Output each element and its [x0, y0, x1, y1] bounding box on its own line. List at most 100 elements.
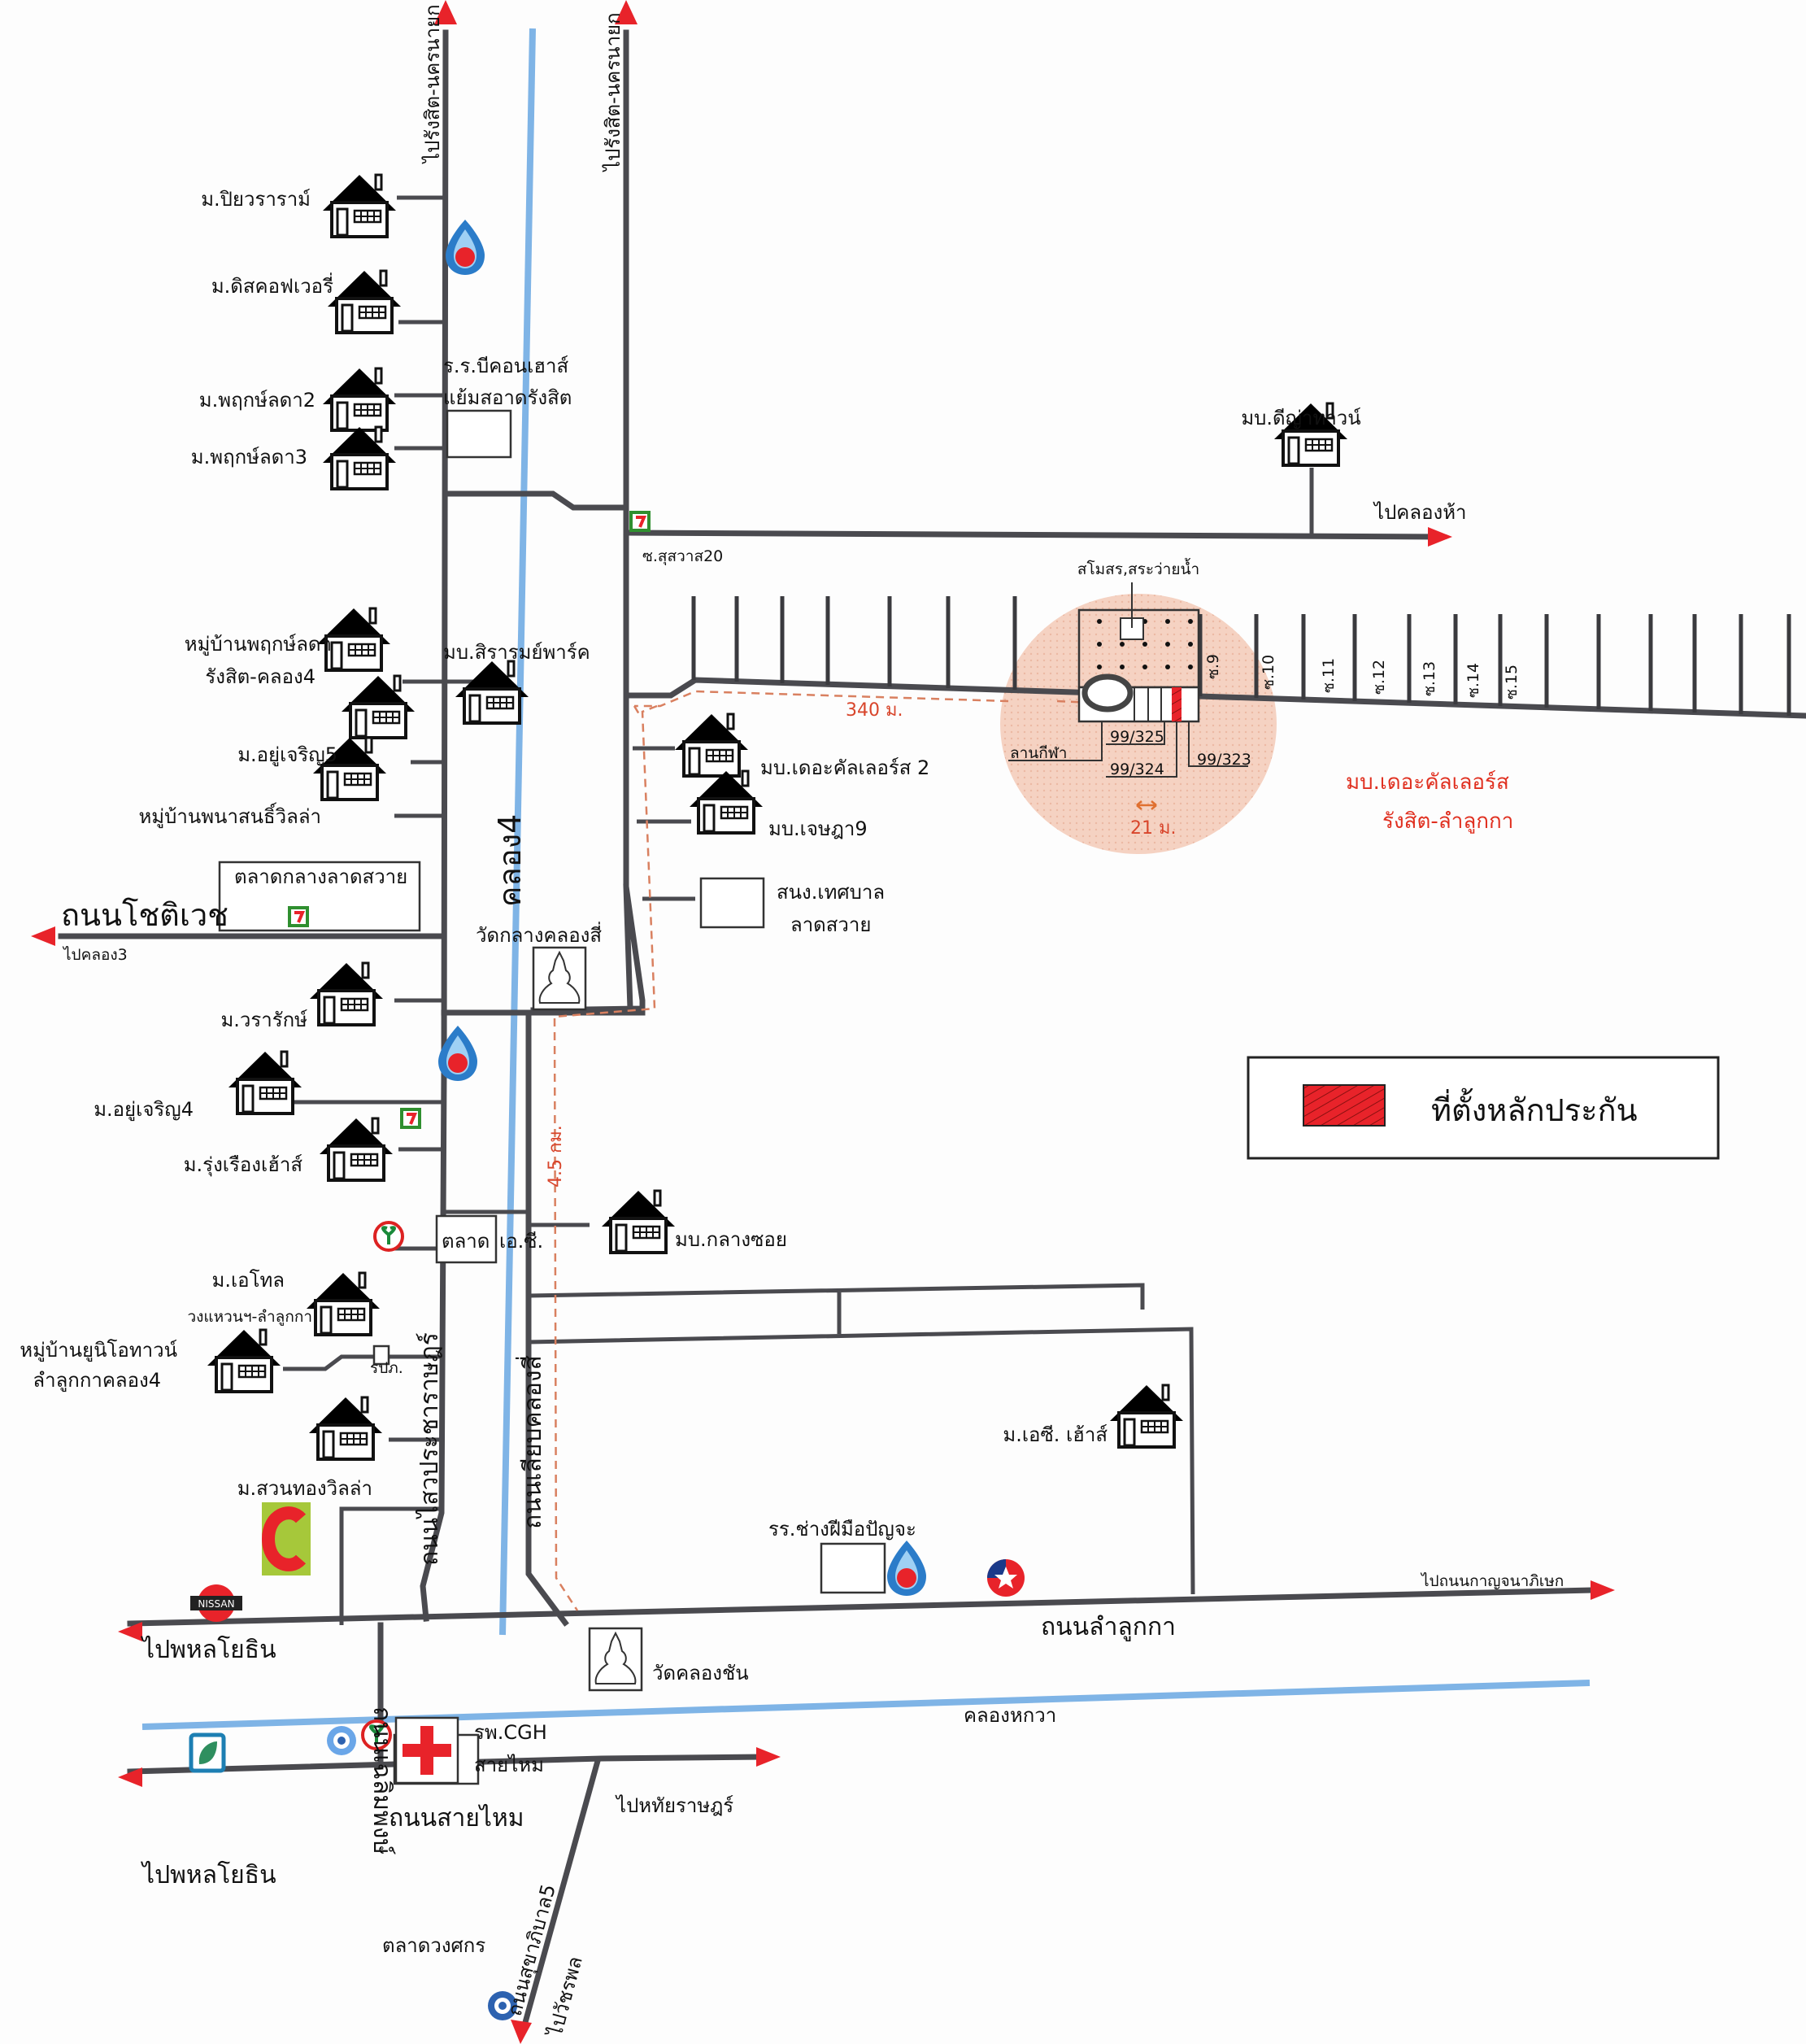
- road-label: ถนนสายไหม: [389, 1803, 524, 1833]
- road-beaconhouse-link: [442, 490, 629, 511]
- seven-eleven-icon: [288, 906, 309, 927]
- village-label: ม.ดิสคอฟเวอรี่: [211, 272, 333, 298]
- village-label: มบ.เดอะคัลเลอร์ส 2: [760, 756, 929, 779]
- market-ac-box: [435, 1214, 498, 1264]
- village-label: ม.สวนทองวิลล่า: [237, 1477, 372, 1500]
- village-label: ม.ปิยวราราม์: [201, 188, 311, 211]
- police-box: [372, 1345, 390, 1366]
- direction-label: ไปวัชรพล: [543, 1954, 587, 2040]
- place-label: ลานกีฬา: [1010, 744, 1067, 762]
- plot-label: 99/324: [1110, 761, 1164, 778]
- village-label: มบ.สิรารมย์พาร์ค: [443, 641, 590, 664]
- beaconhouse-school-box: [446, 409, 512, 459]
- place-label: วัดคลองชัน: [652, 1662, 749, 1684]
- village-sublabel: วงแหวนฯ-ลำลูกกา: [187, 1308, 312, 1326]
- road-label: ถนนลำลูกกา: [1041, 1613, 1176, 1641]
- legend-swatch: [1303, 1084, 1386, 1127]
- canal-label: คลองหกวา: [964, 1704, 1056, 1727]
- village-stubs-left: [283, 195, 444, 1625]
- road-label: ถนนเลียบคลองสี่: [516, 1355, 547, 1529]
- road-lam-luk-ka: [127, 1587, 1597, 1627]
- soi-label: ซ.9: [1204, 654, 1222, 679]
- the-colors-project-detail: [1008, 582, 1248, 810]
- road-label: ซ.สุสวาส20: [642, 547, 723, 566]
- place-label: สนง.เทศบาล: [777, 881, 885, 904]
- place-label: เอ.ซี.: [499, 1230, 543, 1253]
- direction-label: ไปรังสิต-นครนายก: [602, 12, 624, 172]
- logo-text: NISSAN: [198, 1598, 234, 1610]
- bigc-logo: [261, 1502, 311, 1575]
- place-label: สายไหม: [474, 1754, 544, 1776]
- krungthai-bank-icon: [327, 1726, 356, 1755]
- village-sublabel: รังสิต-คลอง4: [205, 665, 316, 688]
- kasikorn-bank-icon: [373, 1221, 404, 1252]
- place-label: ตลาด: [442, 1230, 490, 1253]
- direction-label: ไปคลอง3: [62, 946, 128, 964]
- seven-eleven-icon: [400, 1108, 421, 1129]
- place-label: แย้มสอาดรังสิต: [443, 386, 572, 409]
- soi-label: ซ.11: [1320, 658, 1338, 693]
- krungthai-bank-icon: [488, 1991, 517, 2020]
- temple-icon-khlong-chan: [588, 1627, 643, 1692]
- route-main: [553, 690, 1009, 1611]
- road-label: ถนนเฉลิมพงษ์: [368, 1706, 396, 1854]
- road-sai-mai: [127, 1754, 764, 1775]
- road-label: ถนนโชติเวช: [61, 897, 228, 933]
- distance-label: 340 ม.: [846, 700, 903, 721]
- bangchak-icon: [189, 1732, 226, 1773]
- arrow-north-left: [434, 0, 457, 24]
- arrow-khlong3: [31, 926, 55, 946]
- canal-khlong-hok-wa: [141, 1680, 1591, 1730]
- soi-label: ซ.15: [1503, 665, 1521, 699]
- soi-label: ซ.13: [1421, 661, 1438, 696]
- direction-label: ไปหทัยราษฎร์: [615, 1794, 733, 1817]
- village-label: ม.เอซี. เฮ้าส์: [1003, 1423, 1108, 1446]
- direction-label: ไปคลองห้า: [1373, 501, 1467, 524]
- village-label: ม.พฤกษ์ลดา2: [199, 389, 316, 412]
- caltex-icon: [987, 1559, 1025, 1597]
- direction-label: ไปพหลโยธิน: [141, 1635, 276, 1664]
- plot-label: 99/325: [1110, 728, 1164, 746]
- arrow-khlong5: [1428, 527, 1452, 547]
- place-label: ตลาดกลางลาดสวาย: [234, 865, 407, 888]
- soi-label: ซ.10: [1260, 655, 1277, 690]
- place-label: ตลาดวงศกร: [382, 1934, 485, 1957]
- village-sublabel: ลำลูกกาคลอง4: [33, 1369, 161, 1392]
- arrow-phahon-1: [118, 1622, 142, 1641]
- village-label: หมู่บ้านพฤกษ์ลดา: [185, 633, 332, 656]
- temple-icon-klang-khlong-si: [532, 946, 587, 1011]
- canal-label: คลอง4: [492, 814, 528, 907]
- direction-label: ไปพหลโยธิน: [141, 1860, 276, 1889]
- tech-school-box: [820, 1542, 886, 1594]
- canal-khlong4: [499, 28, 536, 1636]
- distance-label: 4.5 กม.: [546, 1125, 566, 1188]
- place-label: ร.ร.บีคอนเฮาส์: [443, 355, 568, 377]
- road-block-east: [528, 1283, 1195, 1595]
- village-label: มบ.กลางซอย: [675, 1228, 787, 1251]
- place-label: รปภ.: [370, 1359, 403, 1377]
- village-label: มบ.เจษฎา9: [768, 817, 868, 840]
- seven-eleven-icon: [629, 511, 651, 532]
- soi-lines: [691, 596, 1791, 716]
- direction-label: ไปรังสิต-นครนายก: [421, 4, 444, 164]
- arrow-watcharaphon: [511, 2020, 532, 2044]
- village-label: ม.พฤกษ์ลดา3: [191, 446, 307, 469]
- direction-label: ไปถนนกาญจนาภิเษก: [1420, 1572, 1564, 1590]
- nissan-logo: [190, 1584, 242, 1622]
- arrow-phahon-2: [118, 1767, 142, 1787]
- ptt-station-icon: [446, 220, 485, 275]
- soi-label: ซ.14: [1464, 663, 1482, 698]
- arrow-north-right: [615, 0, 638, 24]
- market-lat-sawai-box: [218, 861, 421, 932]
- municipal-office-box: [699, 877, 765, 929]
- legend: [1247, 1056, 1720, 1160]
- village-label: ม.วรารักษ์: [220, 1009, 307, 1031]
- village-label: ม.รุ่งเรืองเฮ้าส์: [184, 1153, 303, 1177]
- soi-label: ซ.12: [1370, 660, 1388, 695]
- village-label: ม.อยู่เจริญ5: [237, 743, 337, 767]
- road-the-colors-main: [623, 677, 1806, 719]
- arrow-kanchanaphisek: [1591, 1580, 1615, 1600]
- legend-label: ที่ตั้งหลักประกัน: [1431, 1087, 1638, 1128]
